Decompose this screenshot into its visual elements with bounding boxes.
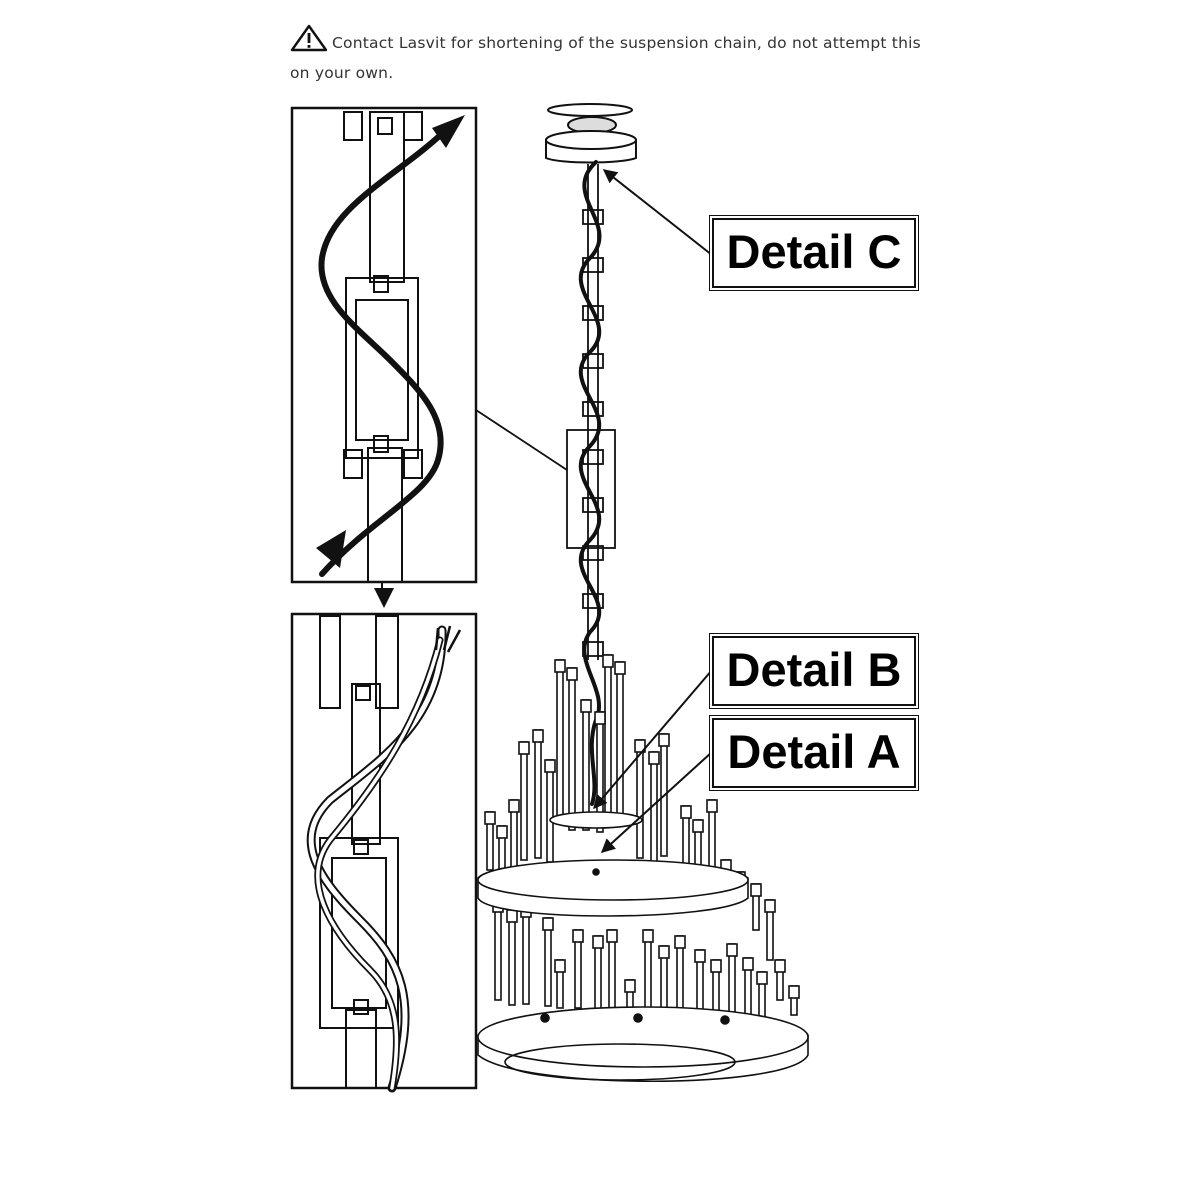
glass-rod-cap <box>674 935 686 949</box>
glass-rod-cap <box>542 917 554 931</box>
glass-rod-cap <box>774 959 786 973</box>
glass-rod-cap <box>680 805 692 819</box>
glass-rod-cap <box>726 943 738 957</box>
glass-rod-cap <box>788 985 800 999</box>
glass-rod-cap <box>764 899 776 913</box>
callout-leaders <box>593 169 713 853</box>
glass-rod-cap <box>614 661 626 675</box>
glass-rod-cap <box>592 935 604 949</box>
glass-rod <box>508 909 516 1006</box>
ceiling-canopy <box>545 103 637 164</box>
glass-rod-cap <box>642 929 654 943</box>
glass-rod <box>568 667 576 831</box>
detail-b-label: Detail B <box>712 636 916 706</box>
glass-rod-cap <box>532 729 544 743</box>
detail-c-label: Detail C <box>712 218 916 288</box>
detail-a-label: Detail A <box>712 718 916 788</box>
glass-rod-cap <box>606 929 618 943</box>
glass-rod <box>556 659 564 821</box>
glass-rod-cap <box>484 811 496 825</box>
glass-rod-cap <box>648 751 660 765</box>
glass-rod-cap <box>594 711 606 725</box>
glass-rod-cap <box>658 945 670 959</box>
glass-rod <box>534 729 542 859</box>
glass-rod-cap <box>566 667 578 681</box>
glass-rod-cap <box>624 979 636 993</box>
glass-rod-cap <box>634 739 646 753</box>
glass-rod-cap <box>706 799 718 813</box>
glass-rod <box>522 904 530 1005</box>
glass-rod-cap <box>750 883 762 897</box>
glass-rod-cap <box>710 959 722 973</box>
glass-rod <box>494 899 502 1001</box>
glass-rod-cap <box>508 799 520 813</box>
glass-rod-cap <box>580 699 592 713</box>
warning-note: Contact Lasvit for shortening of the sus… <box>290 24 930 88</box>
glass-rod <box>544 917 552 1007</box>
glass-rod-cap <box>572 929 584 943</box>
glass-rod <box>582 699 590 831</box>
warning-text: Contact Lasvit for shortening of the sus… <box>290 34 921 82</box>
inset-wires-along-chain <box>290 612 478 1093</box>
chandelier-body <box>477 654 809 1083</box>
glass-rod-cap <box>554 659 566 673</box>
glass-rod-cap <box>518 741 530 755</box>
glass-rod-cap <box>692 819 704 833</box>
power-cable <box>578 160 602 806</box>
glass-rod-cap <box>602 654 614 668</box>
inset-cable-wrapped-chain <box>290 106 478 608</box>
chain-highlight-box <box>566 429 616 549</box>
glass-rod-cap <box>694 949 706 963</box>
glass-rod-cap <box>544 759 556 773</box>
glass-rod-cap <box>496 825 508 839</box>
glass-rod-cap <box>554 959 566 973</box>
glass-rod <box>520 741 528 861</box>
glass-rod <box>616 661 624 827</box>
glass-rod-cap <box>742 957 754 971</box>
glass-rod <box>546 759 554 863</box>
glass-rod-cap <box>658 733 670 747</box>
warning-triangle-icon <box>290 24 328 52</box>
glass-rod-cap <box>756 971 768 985</box>
glass-rod-cap <box>506 909 518 923</box>
